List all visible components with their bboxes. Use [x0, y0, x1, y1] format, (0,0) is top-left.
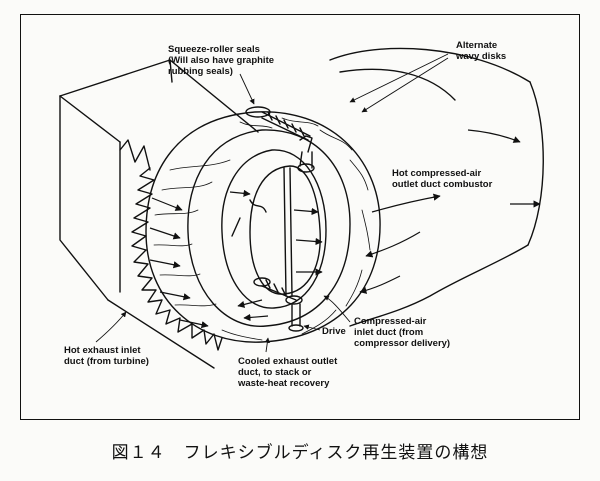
arrow-exhaust-3	[149, 259, 181, 269]
wavy-disk-lines	[153, 117, 371, 341]
label-compressed-air-inlet: Compressed-air inlet duct (from compress…	[354, 316, 451, 349]
compressed-air-outlet-duct	[329, 47, 544, 327]
arrow-exhaust-5	[179, 319, 209, 329]
leader-exhaust-inlet	[95, 311, 127, 343]
leader-disks	[349, 53, 449, 103]
leader-compressed-inlet	[323, 295, 351, 323]
arrow-exhaust-1	[151, 197, 183, 211]
label-drive: Drive	[322, 326, 346, 337]
arrow-inner-1	[293, 207, 319, 216]
leader-lines	[95, 53, 449, 353]
arrow-outlet-1	[371, 193, 441, 213]
leader-disks-2	[361, 57, 449, 113]
label-squeeze-roller-seals: Squeeze-roller seals (Will also have gra…	[168, 44, 275, 77]
figure-caption: 図１４ フレキシブルディスク再生装置の構想	[0, 438, 600, 463]
leader-seals	[239, 73, 255, 105]
figure-number: 図１４	[111, 443, 166, 463]
arrow-inlet-1	[365, 231, 421, 258]
arrow-cooled-2	[237, 299, 263, 308]
leader-drive	[303, 324, 321, 331]
arrow-inner-4	[229, 189, 251, 197]
label-hot-compressed-air-outlet: Hot compressed-air outlet duct combustor	[392, 168, 493, 190]
arrow-outlet-2	[467, 129, 521, 143]
label-hot-exhaust-inlet-duct: Hot exhaust inlet duct (from turbine)	[64, 345, 149, 367]
shaft	[283, 167, 293, 297]
arrow-exhaust-2	[149, 227, 181, 240]
leader-cooled-outlet	[264, 337, 270, 353]
exhaust-inlet-duct	[59, 59, 259, 369]
bottom-seal-assembly	[253, 277, 304, 332]
disk-ring	[145, 111, 381, 343]
arrow-exhaust-4	[159, 291, 191, 301]
matrix-cut-edge	[131, 167, 223, 351]
arrow-cooled-1	[243, 313, 269, 322]
label-cooled-exhaust-outlet: Cooled exhaust outlet duct, to stack or …	[238, 356, 338, 389]
arrow-inlet-2	[359, 275, 401, 294]
top-seal-assembly	[245, 106, 315, 173]
figure-frame	[20, 14, 580, 420]
label-alternate-wavy-disks: Alternate wavy disks	[456, 40, 507, 62]
arrow-inner-2	[295, 237, 323, 246]
flow-arrows	[149, 129, 541, 329]
figure-title: フレキシブルディスク再生装置の構想	[183, 443, 489, 463]
